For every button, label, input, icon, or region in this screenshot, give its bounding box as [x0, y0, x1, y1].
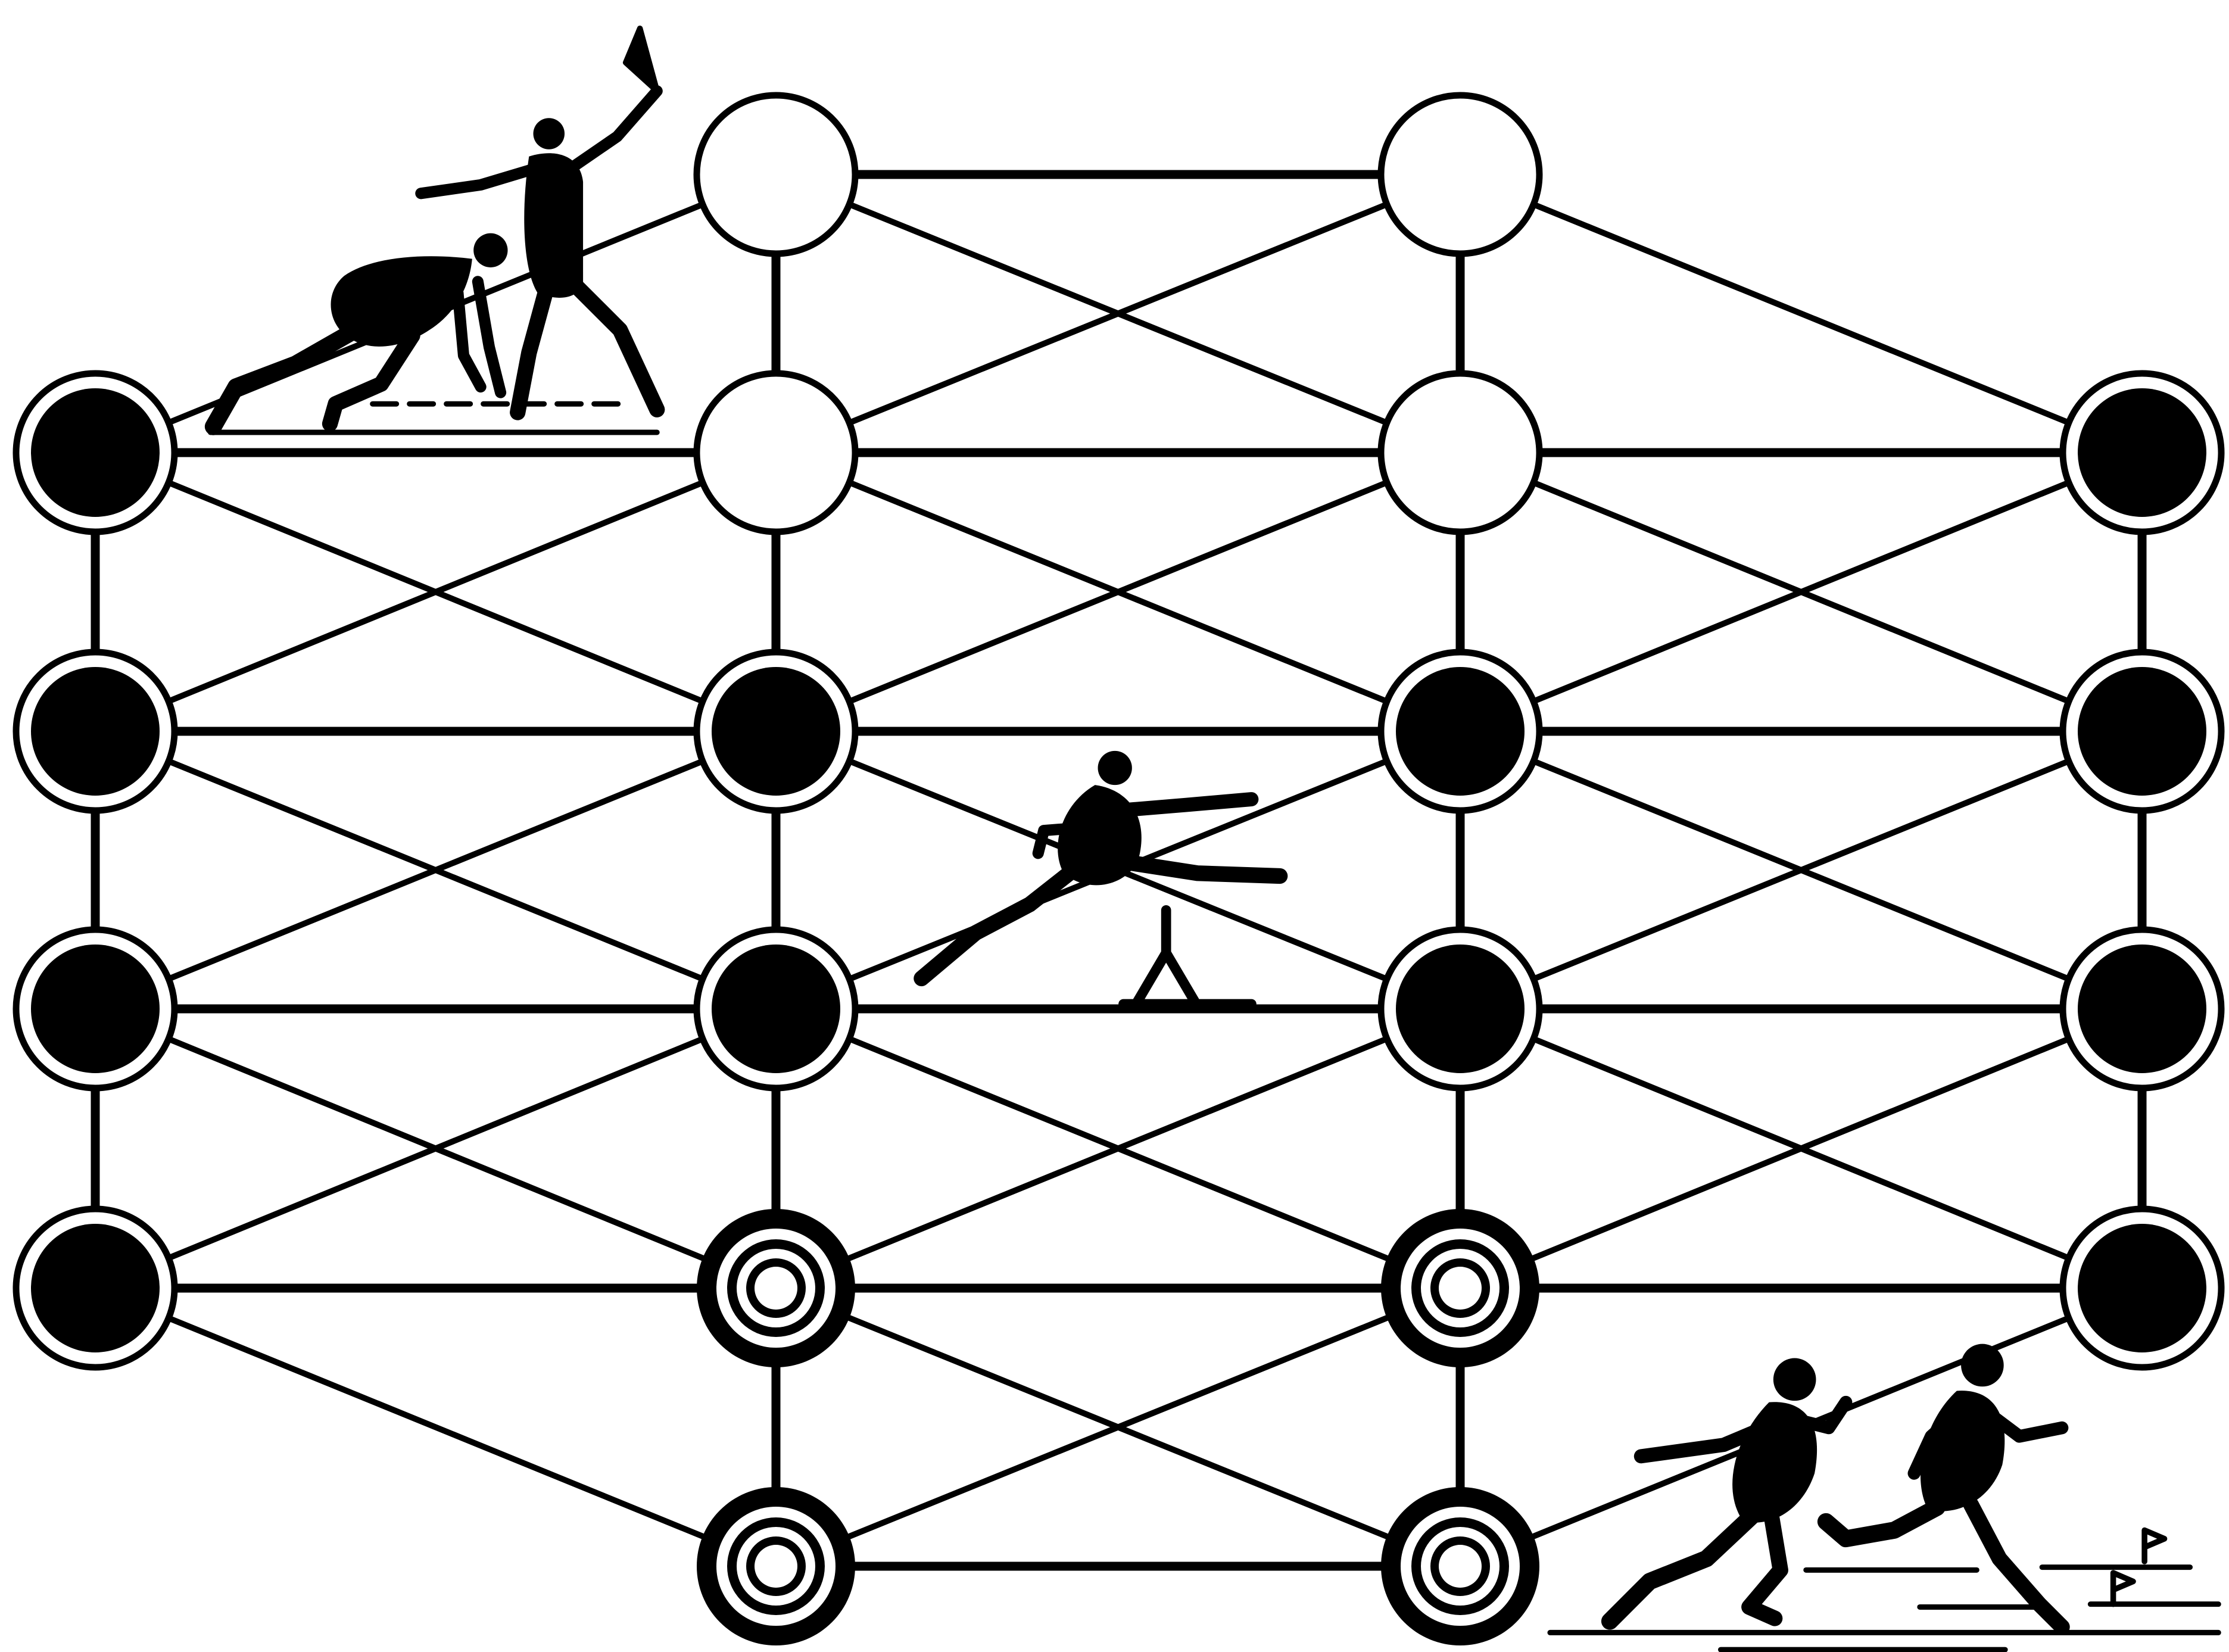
- black-disc-icon: [13, 1205, 178, 1371]
- node-empty-1-0[interactable]: [693, 92, 859, 257]
- diagonal-line: [92, 450, 779, 734]
- concentric-rings-icon: [1381, 1209, 1539, 1367]
- running-athlete-front-icon: [1601, 1358, 1853, 1630]
- node-target-2-4[interactable]: [1381, 1209, 1539, 1367]
- diagonal-line: [1457, 728, 2145, 1012]
- black-disc-icon: [13, 649, 178, 814]
- black-disc-icon: [2059, 926, 2225, 1092]
- node-black-3-1[interactable]: [2059, 370, 2225, 535]
- node-black-1-2[interactable]: [693, 649, 859, 814]
- node-black-3-2[interactable]: [2059, 649, 2225, 814]
- starter-with-flag-icon: [415, 25, 665, 420]
- diagonal-line: [92, 1285, 779, 1569]
- finish-flag-icon: [2110, 1527, 2168, 1607]
- black-disc-icon: [2059, 649, 2225, 814]
- diagonal-line: [1457, 450, 2145, 734]
- diagonal-line: [1457, 1006, 2145, 1291]
- crouching-sprinter-icon: [204, 233, 508, 435]
- white-circle-icon: [1377, 370, 1543, 535]
- node-black-3-3[interactable]: [2059, 926, 2225, 1092]
- black-disc-icon: [693, 649, 859, 814]
- white-circle-icon: [1377, 92, 1543, 257]
- black-disc-icon: [2059, 1205, 2225, 1371]
- diagonal-line: [92, 728, 779, 1012]
- diagonal-line: [773, 1285, 1463, 1569]
- white-circle-icon: [693, 92, 859, 257]
- node-black-0-1[interactable]: [13, 370, 178, 535]
- diagonal-line: [773, 172, 1463, 456]
- node-black-0-2[interactable]: [13, 649, 178, 814]
- concentric-rings-icon: [1381, 1487, 1539, 1645]
- black-disc-icon: [2059, 370, 2225, 535]
- diagonal-line: [773, 450, 1463, 734]
- concentric-rings-icon: [697, 1487, 855, 1645]
- diagonal-line: [92, 1006, 779, 1291]
- node-target-1-5[interactable]: [697, 1487, 855, 1645]
- node-target-1-4[interactable]: [697, 1209, 855, 1367]
- black-disc-icon: [693, 926, 859, 1092]
- node-target-2-5[interactable]: [1381, 1487, 1539, 1645]
- diagonal-line: [1457, 172, 2145, 456]
- hurdler-icon: [914, 750, 1288, 1009]
- node-black-1-3[interactable]: [693, 926, 859, 1092]
- node-black-0-3[interactable]: [13, 926, 178, 1092]
- black-disc-icon: [13, 370, 178, 535]
- node-empty-2-1[interactable]: [1377, 370, 1543, 535]
- black-disc-icon: [1377, 926, 1543, 1092]
- board-nodes[interactable]: [13, 92, 2225, 1645]
- black-disc-icon: [1377, 649, 1543, 814]
- node-empty-1-1[interactable]: [693, 370, 859, 535]
- node-black-2-3[interactable]: [1377, 926, 1543, 1092]
- diagonal-line: [773, 1006, 1463, 1291]
- concentric-rings-icon: [697, 1209, 855, 1367]
- node-black-0-4[interactable]: [13, 1205, 178, 1371]
- black-disc-icon: [13, 926, 178, 1092]
- decorations: [204, 25, 2221, 1652]
- node-black-3-4[interactable]: [2059, 1205, 2225, 1371]
- running-athlete-back-icon: [1817, 1344, 2070, 1635]
- node-empty-2-0[interactable]: [1377, 92, 1543, 257]
- node-black-2-2[interactable]: [1377, 649, 1543, 814]
- white-circle-icon: [693, 370, 859, 535]
